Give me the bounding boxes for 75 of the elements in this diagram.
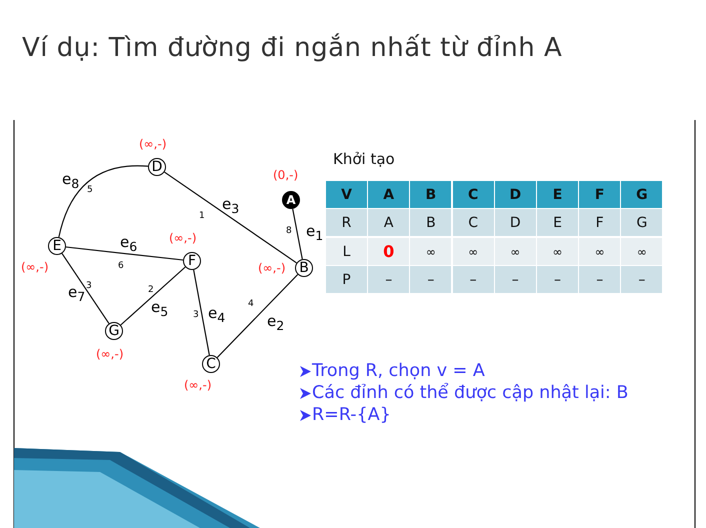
graph-edge — [66, 246, 184, 261]
table-cell: ∞ — [410, 238, 452, 265]
vertex-label: (∞,-) — [169, 231, 197, 245]
vertex-label: (∞,-) — [21, 260, 49, 274]
vertex-label: (∞,-) — [184, 378, 212, 392]
edge-weight: 6 — [118, 262, 124, 271]
edge-weight: 5 — [87, 186, 93, 195]
edge-weight: 3 — [193, 311, 199, 320]
edge-weight: 4 — [248, 300, 254, 309]
table-cell: – — [494, 266, 536, 293]
header-cell: B — [410, 181, 452, 208]
table-cell: P — [326, 266, 367, 293]
graph-vertex: F — [183, 252, 201, 270]
graph-vertex: B — [295, 259, 313, 277]
vertex-label: (∞,-) — [96, 347, 124, 361]
table-cell: L — [326, 238, 367, 265]
graph-edge — [216, 274, 298, 358]
table-cell: – — [621, 266, 662, 293]
edge-weight: 1 — [199, 212, 205, 221]
graph-edge — [164, 172, 297, 264]
edge-label: e$_{2}$ — [267, 314, 284, 332]
graph-edge — [58, 165, 148, 238]
graph-edge — [120, 266, 186, 326]
edge-label: e$_{1}$ — [306, 224, 324, 242]
table-cell: R — [326, 209, 367, 236]
table-cell: ∞ — [579, 238, 620, 265]
graph-edge — [193, 270, 210, 356]
bullet-text: Các đỉnh có thể được cập nhật lại: B — [312, 385, 628, 402]
edge-label: e$_{7}$ — [68, 285, 86, 304]
table-cell: G — [621, 209, 662, 236]
table-cell: – — [579, 266, 620, 293]
table-cell: ∞ — [537, 238, 578, 265]
table-caption: Khởi tạo — [333, 150, 395, 168]
vertex-label: (0,-) — [273, 168, 298, 182]
edge-weight: 3 — [86, 282, 92, 291]
vertex-label: (∞,-) — [258, 261, 286, 275]
graph-vertex: D — [148, 158, 166, 176]
table-cell: B — [410, 209, 452, 236]
table-cell: D — [494, 209, 536, 236]
table-cell: 0 — [368, 238, 410, 265]
header-cell: A — [368, 181, 410, 208]
graph-vertex: G — [105, 322, 123, 340]
header-cell: D — [494, 181, 536, 208]
edge-label: e$_{6}$ — [120, 235, 138, 254]
graph-vertex: C — [202, 355, 220, 373]
edge-label: e$_{5}$ — [151, 300, 168, 318]
graph-edge — [292, 208, 303, 260]
header-cell: G — [621, 181, 662, 208]
edge-weight: 2 — [148, 286, 154, 295]
graph-vertex: E — [48, 237, 66, 255]
edge-label: e$_{3}$ — [222, 197, 240, 216]
slide-title: Ví dụ: Tìm đường đi ngắn nhất từ đỉnh A — [22, 32, 564, 64]
edge-weight: 8 — [286, 227, 292, 236]
header-cell: C — [452, 181, 494, 208]
table-cell: – — [410, 266, 452, 293]
table-cell: – — [537, 266, 578, 293]
table-cell: A — [368, 209, 410, 236]
vertex-label: (∞,-) — [139, 137, 167, 151]
table-cell: C — [452, 209, 494, 236]
header-cell: F — [579, 181, 620, 208]
bullet-text: R=R-{A} — [312, 407, 391, 424]
table-cell: ∞ — [621, 238, 662, 265]
header-cell: V — [326, 181, 367, 208]
table-cell: ∞ — [452, 238, 494, 265]
table-cell: ∞ — [494, 238, 536, 265]
table-cell: E — [537, 209, 578, 236]
start-vertex: A — [282, 191, 300, 209]
bullet-text: Trong R, chọn v = A — [312, 363, 485, 380]
graph-edge — [62, 253, 110, 324]
table-cell: – — [368, 266, 410, 293]
table-cell: – — [452, 266, 494, 293]
header-cell: E — [537, 181, 578, 208]
edge-label: e$_{4}$ — [208, 306, 226, 324]
table-cell: F — [579, 209, 620, 236]
edge-label: e$_{8}$ — [62, 172, 80, 190]
